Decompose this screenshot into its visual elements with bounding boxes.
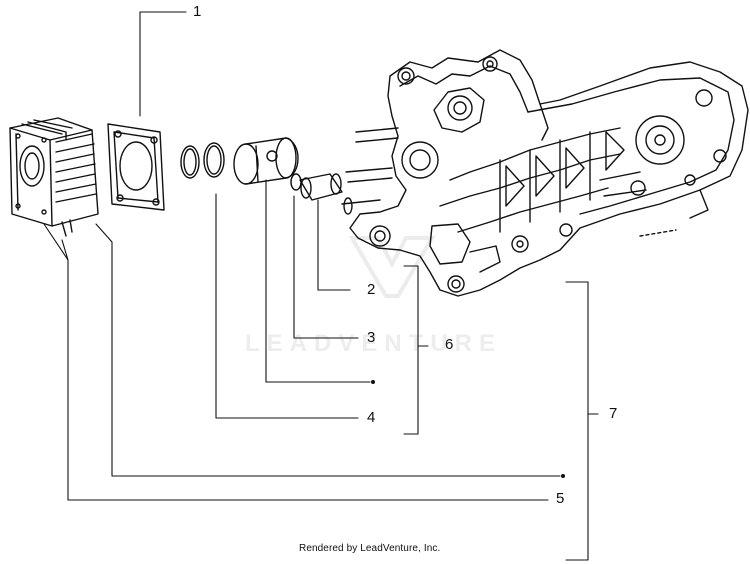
watermark-text: LEADVENTURE [245, 330, 503, 357]
piston-rings-part [180, 142, 225, 179]
callout-5: 5 [556, 490, 565, 507]
leader-dot-3 [371, 380, 375, 384]
cylinder-part [9, 117, 99, 237]
leader-5c [61, 239, 69, 261]
callout-6: 6 [445, 336, 454, 353]
piston-pin-part [290, 173, 353, 215]
callout-4: 4 [367, 409, 376, 426]
footer-credit: Rendered by LeadVenture, Inc. [299, 543, 441, 554]
piston-part [233, 137, 299, 185]
leader-2 [317, 199, 351, 291]
gasket-part [107, 123, 165, 211]
leader-4 [215, 193, 359, 419]
callout-1: 1 [193, 3, 202, 20]
bracket-7 [565, 281, 589, 561]
callout-7: 7 [609, 405, 618, 422]
leader-lines [43, 11, 599, 561]
leader-1 [139, 11, 187, 117]
leader-5b [43, 223, 549, 501]
leader-3-secondary [265, 179, 371, 383]
leader-3 [293, 195, 359, 339]
leader-dot-5 [561, 474, 565, 478]
bracket-6 [403, 265, 419, 435]
leader-5a [95, 223, 561, 477]
engine-case-part [341, 49, 749, 297]
callout-2: 2 [367, 281, 376, 298]
callout-3: 3 [367, 329, 376, 346]
